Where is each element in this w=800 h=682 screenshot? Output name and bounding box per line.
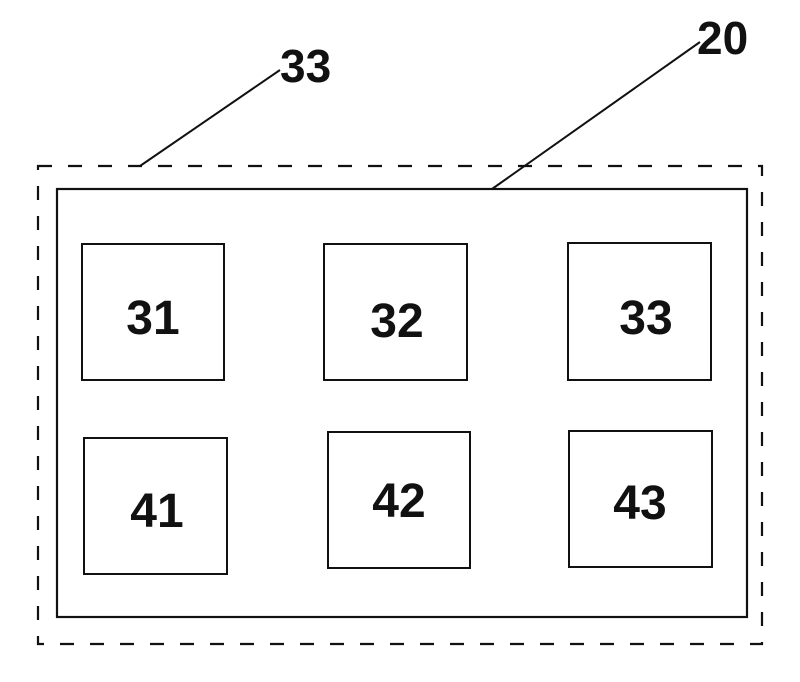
box-label: 43 [613,477,666,530]
box-label: 31 [126,292,179,345]
box-label: 41 [130,485,183,538]
inner-panel [57,189,747,617]
component-box-32: 32 [324,244,467,380]
callout-label-inner: 20 [697,12,748,64]
component-box-33: 33 [568,243,711,380]
box-label: 33 [619,292,672,345]
component-box-42: 42 [328,432,470,568]
box-label: 42 [372,475,425,528]
component-box-43: 43 [569,431,712,567]
callout-label-outer: 33 [280,40,331,92]
outer-dashed-boundary [38,166,762,644]
component-box-41: 41 [84,438,227,574]
box-label: 32 [370,295,423,348]
leader-line-outer [140,70,280,166]
component-box-31: 31 [82,244,224,380]
